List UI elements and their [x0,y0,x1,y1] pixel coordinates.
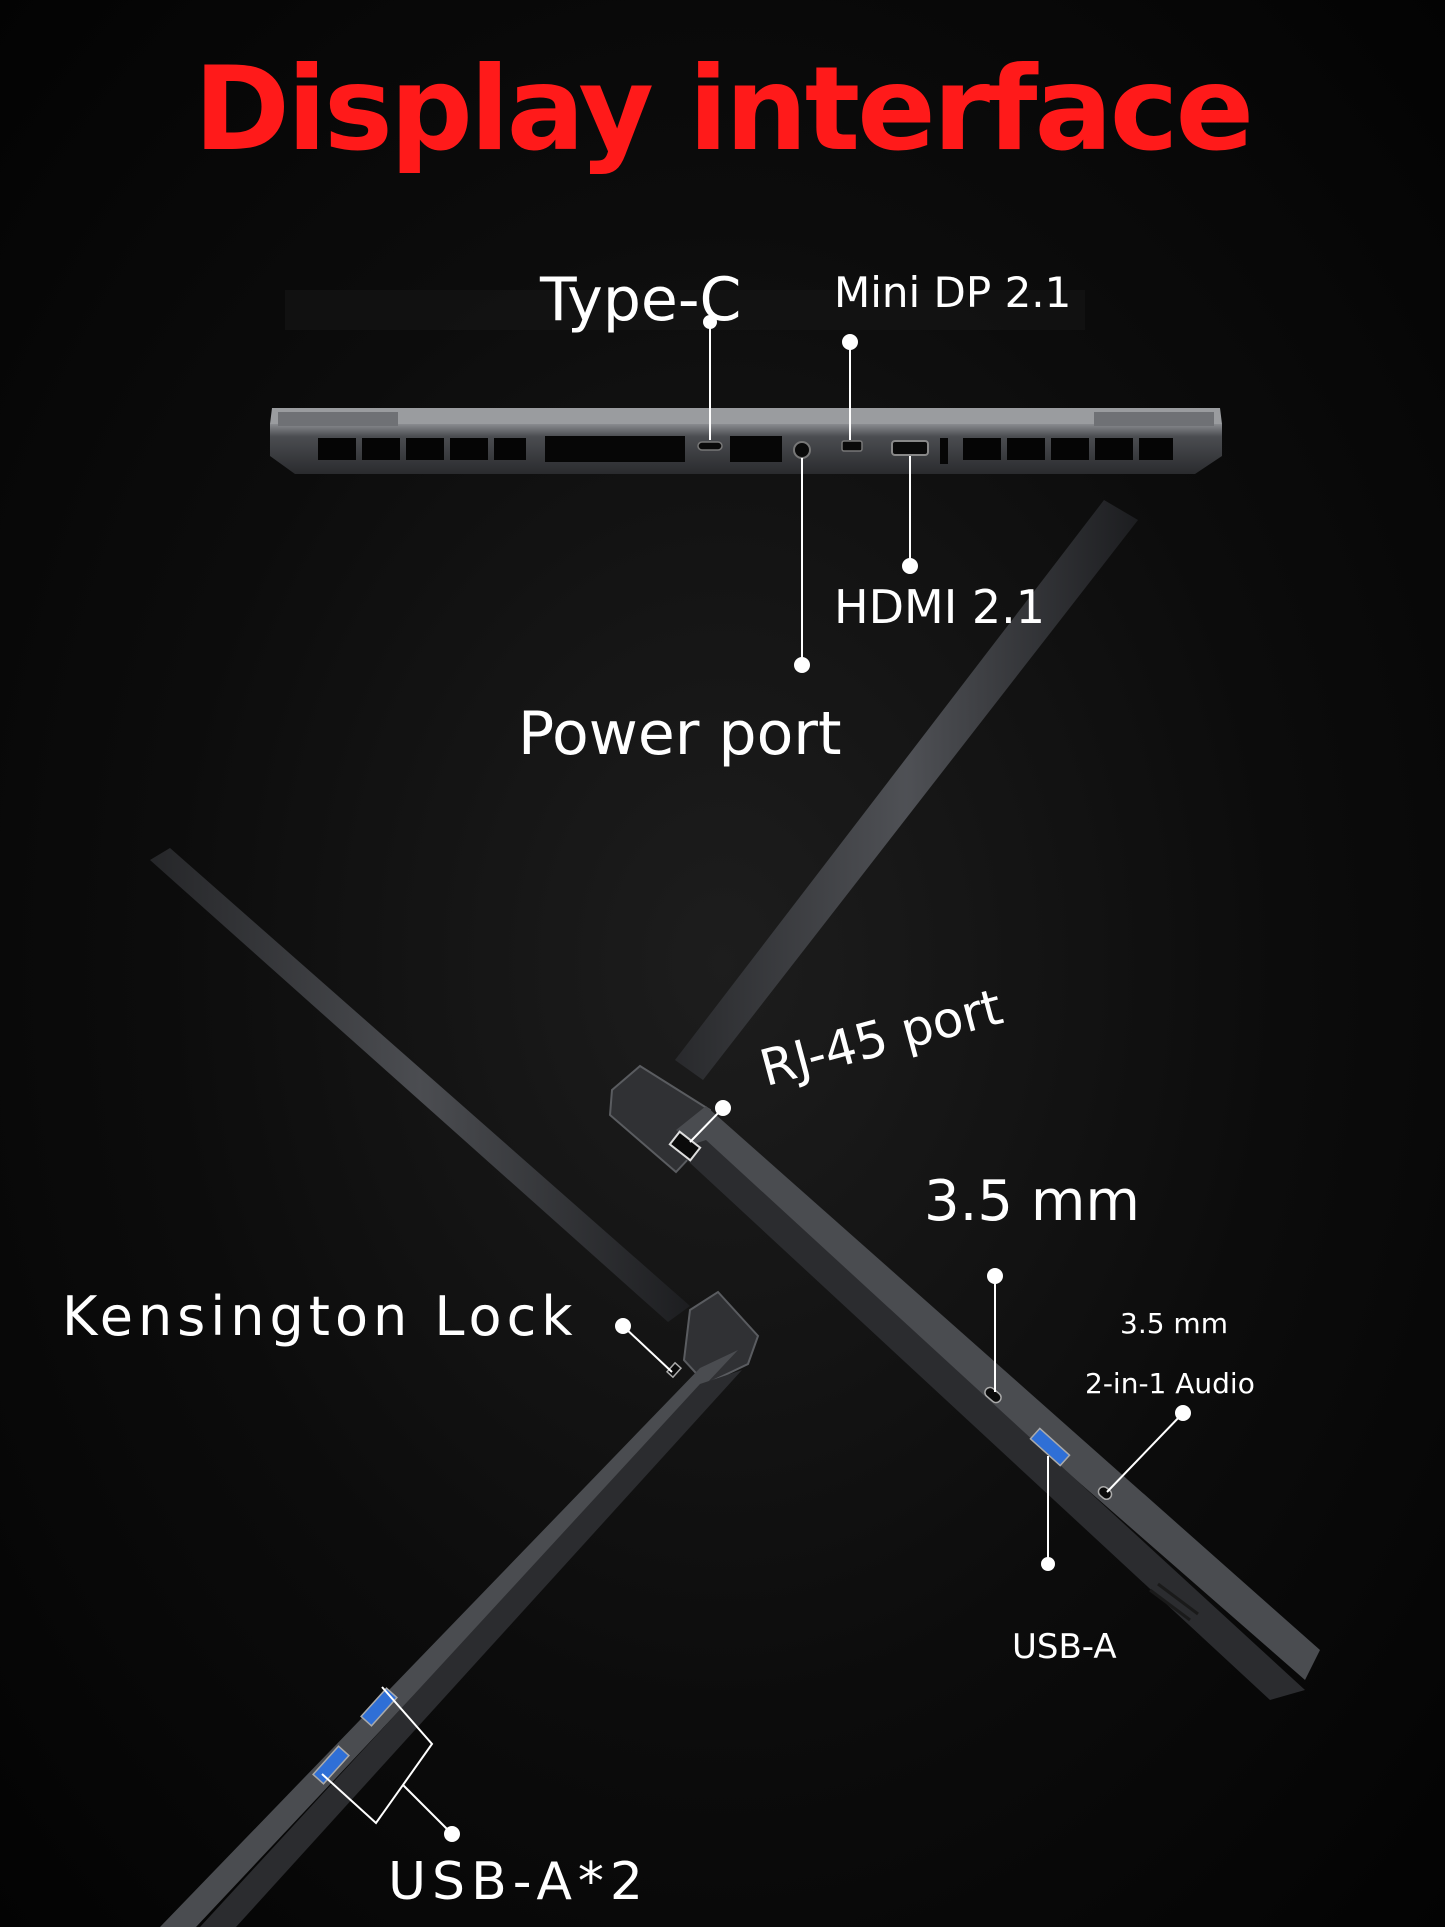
right-side-laptop [608,500,1320,1700]
usb-a-port-right [1029,1427,1071,1467]
rj45-port [668,1130,702,1162]
label-type-c: Type-C [540,265,742,335]
background-glare [285,290,1085,330]
label-usb-a: USB-A [1012,1627,1117,1667]
left-body-side [200,1370,742,1927]
right-body-side [676,1140,1305,1700]
rear-callouts [703,315,918,673]
rear-vent-center [545,436,685,462]
power-port [793,441,811,459]
right-speaker-grille [1149,1582,1199,1622]
rear-view-laptop [270,408,1222,474]
rear-port-separator [940,438,948,464]
label-3-5mm-small: 3.5 mm [1120,1307,1228,1340]
usb-a-port-left-1 [360,1687,398,1727]
rear-lid-edge [270,408,1222,424]
label-hdmi: HDMI 2.1 [834,580,1046,634]
left-callouts [321,1318,673,1842]
type-c-port [697,441,723,451]
left-side-laptop [150,848,760,1927]
page-title: Display interface [193,42,1254,177]
rear-hinge-right [1094,412,1214,426]
label-mini-dp: Mini DP 2.1 [834,268,1072,317]
label-kensington-lock: Kensington Lock [62,1285,578,1348]
rear-vent-right [963,438,1173,460]
right-lid [675,500,1138,1080]
left-lid [150,848,690,1322]
rear-vent-left [318,438,526,460]
audio-jack-port [984,1386,1002,1404]
label-usb-a-2: USB-A*2 [388,1852,650,1912]
hdmi-port [891,440,929,456]
rear-vent-center-2 [730,436,782,462]
mini-dp-port [841,440,863,452]
label-power-port: Power port [518,699,842,769]
left-hinge-block [682,1290,760,1386]
label-2-in-1-audio: 2-in-1 Audio [1085,1367,1255,1400]
kensington-lock-slot [665,1361,683,1379]
label-3-5mm: 3.5 mm [924,1169,1140,1234]
left-body-top [160,1350,738,1927]
right-callouts [689,1100,1191,1571]
rear-hinge-left [278,412,398,426]
